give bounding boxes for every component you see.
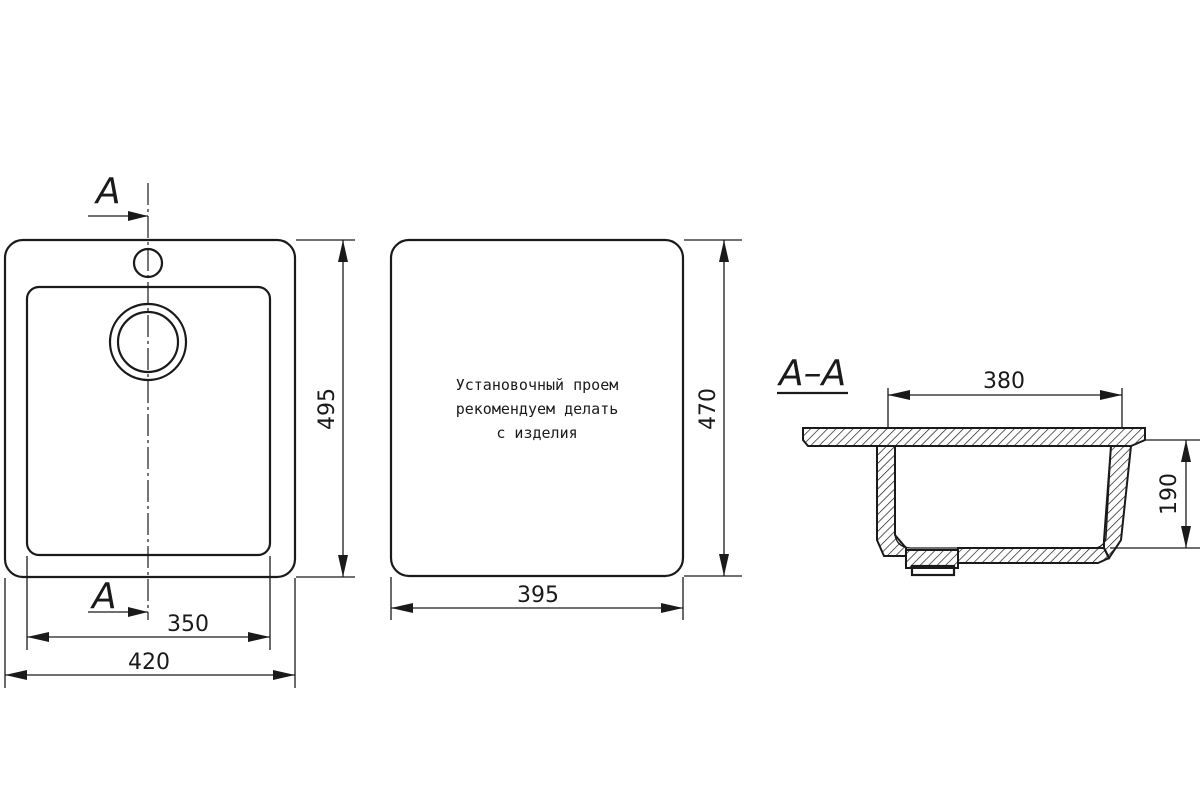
cutout-note-line-3: с изделия (496, 424, 577, 442)
rim-cross-section (802, 427, 1146, 447)
dim-label-470: 470 (696, 388, 721, 430)
sink-outer-outline (3, 238, 297, 579)
dim-label-190: 190 (1157, 473, 1182, 515)
bottom-cross-section (957, 547, 1111, 564)
dim-label-350: 350 (167, 612, 209, 637)
top-view: A A 350 420 495 (3, 171, 355, 688)
section-label-bottom: A (90, 576, 117, 617)
section-arrow-bottom (128, 607, 148, 617)
dim-label-395: 395 (517, 583, 559, 608)
bowl-inner-profile (894, 445, 1112, 549)
cutout-view: Установочный проем рекомендуем делать с … (389, 238, 742, 620)
cutout-note-line-2: рекомендуем делать (456, 400, 619, 418)
dim-label-380: 380 (983, 369, 1025, 394)
drain-fitting (905, 549, 959, 569)
cutout-outline (389, 238, 685, 578)
dim-label-495: 495 (315, 388, 340, 430)
section-view: A–A 380 190 (777, 353, 1200, 577)
cutout-note-line-1: Установочный проем (456, 376, 619, 394)
section-label-top: A (94, 171, 121, 212)
drain-outlet (910, 564, 956, 577)
left-wall-cross-section (876, 445, 907, 557)
section-title: A–A (777, 353, 846, 394)
section-arrow-top (128, 211, 148, 221)
dim-label-420: 420 (128, 650, 170, 675)
drain-inner-ring (116, 310, 180, 374)
